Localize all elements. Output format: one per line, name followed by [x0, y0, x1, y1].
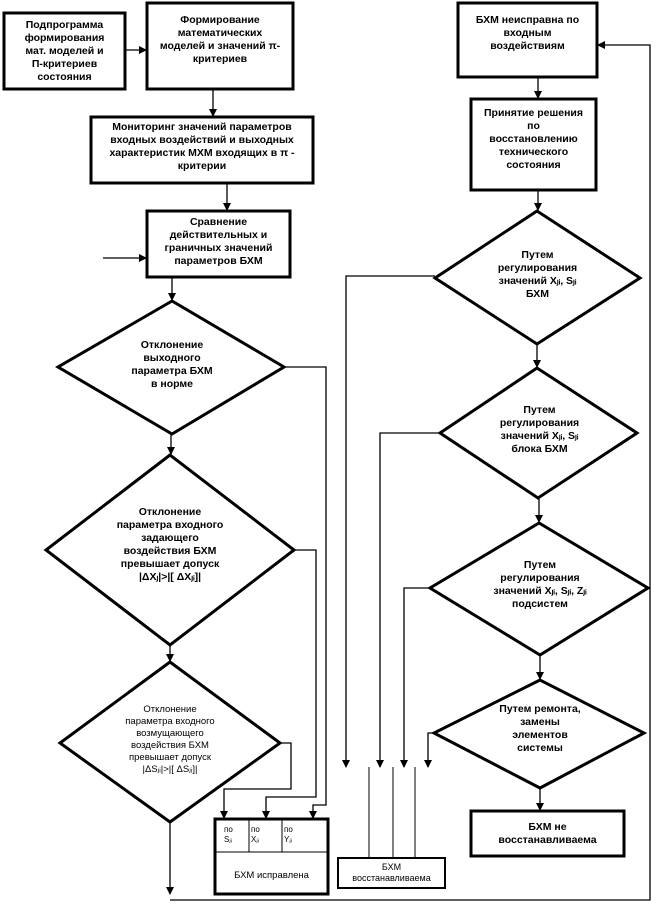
diamond-way2 [437, 366, 640, 500]
not-restorable-label: БХМ не восстанавливаема [498, 820, 597, 846]
box-restorable [337, 857, 446, 889]
box-faulty [456, 1, 599, 79]
diamond-output [55, 299, 287, 436]
dec-output-label: Отклонение выходного параметра БХМ в нор… [131, 339, 213, 390]
dec-input-disturb-label: Отклонение параметра входного возмущающе… [125, 704, 215, 775]
faulty-label: БХМ неисправна по входным воздействиям [475, 13, 580, 52]
decision-label: Принятие решения по восстановлению техни… [483, 106, 583, 171]
box-not-restorable [469, 809, 626, 858]
box-compare [145, 209, 292, 279]
way2-label: Путем регулирования значений Xⱼᵢ, Sⱼᵢ бл… [499, 404, 580, 455]
subprogram-label: Подпрограмма формирования мат. моделей и… [24, 18, 105, 83]
box-monitoring [89, 115, 315, 185]
box-decision [469, 97, 598, 192]
compare-label: Сравнение действительных и граничных зна… [164, 216, 273, 267]
way4-label: Путем ремонта, замены элементов системы [499, 703, 581, 754]
ok-cell-y: по Yⱼᵢ [284, 825, 293, 844]
box-subprogram [2, 11, 127, 91]
box-forming [145, 1, 295, 91]
way3-label: Путем регулирования значений Xⱼᵢ, Sⱼᵢ, Z… [493, 559, 587, 610]
box-ok [213, 817, 330, 896]
way1-label: Путем регулирования значений Xⱼᵢ, Sⱼᵢ БХ… [497, 249, 578, 300]
ok-cell-s: по Sⱼᵢ [224, 825, 233, 844]
restorable-label: БХМ восстанавливаема [352, 862, 431, 883]
ok-label: БХМ исправлена [234, 870, 309, 881]
forming-label: Формирование математических моделей и зн… [159, 14, 281, 65]
dec-input-setting-label: Отклонение параметра входного задающего … [116, 506, 224, 583]
monitoring-label: Мониторинг значений параметров входных в… [109, 121, 295, 172]
ok-cell-x: по Xⱼᵢ [251, 825, 260, 844]
